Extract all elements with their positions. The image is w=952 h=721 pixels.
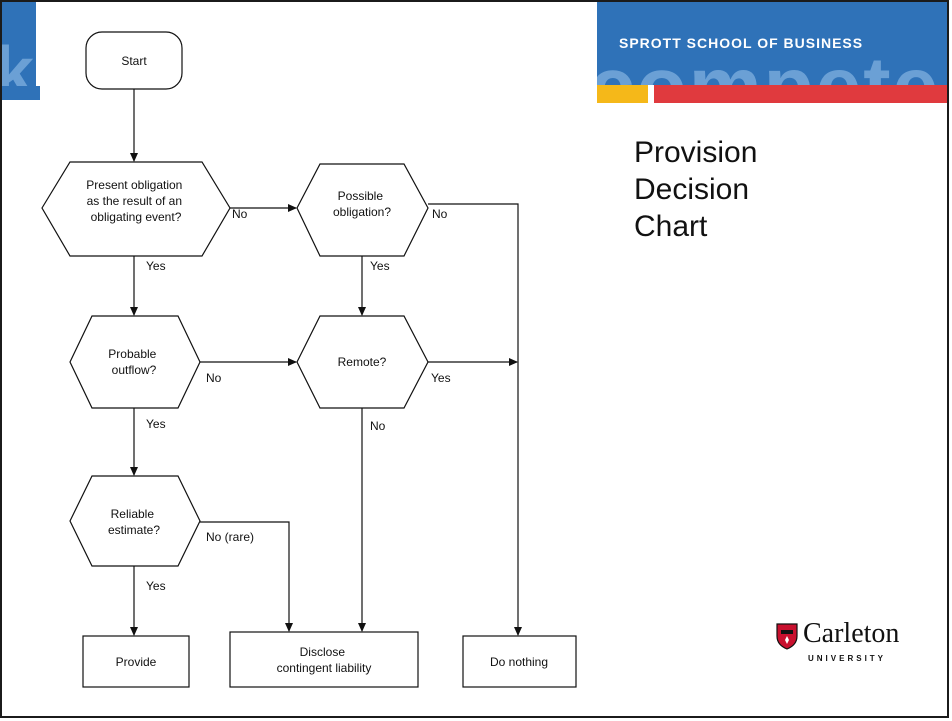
label-q1-yes: Yes bbox=[146, 259, 166, 273]
q3-text: Probable outflow? bbox=[108, 347, 159, 377]
do-nothing-line-1: Do nothing bbox=[490, 655, 548, 669]
label-q2-yes: Yes bbox=[370, 259, 390, 273]
q2-line-2: obligation? bbox=[333, 205, 391, 219]
accent-bar-yellow bbox=[597, 85, 648, 103]
decision-reliable-estimate bbox=[69, 475, 201, 567]
arrow-q2-no bbox=[428, 203, 522, 636]
disclose-line-2: contingent liability bbox=[277, 661, 372, 675]
decision-probable-outflow bbox=[69, 315, 201, 409]
q5-line-2: estimate? bbox=[108, 523, 160, 537]
label-q4-yes: Yes bbox=[431, 371, 451, 385]
do-nothing-text: Do nothing bbox=[490, 655, 548, 669]
label-q5-yes: Yes bbox=[146, 579, 166, 593]
brand-text: SPROTT SCHOOL OF BUSINESS bbox=[619, 35, 864, 51]
provide-line-1: Provide bbox=[116, 655, 157, 669]
q4-line-1: Remote? bbox=[338, 355, 387, 369]
q5-text: Reliable estimate? bbox=[108, 507, 160, 537]
label-q4-no: No bbox=[370, 419, 386, 433]
logo-subtitle: UNIVERSITY bbox=[808, 654, 887, 663]
disclose-text: Disclose contingent liability bbox=[277, 645, 372, 675]
outcome-do-nothing bbox=[462, 635, 577, 688]
disclose-line-1: Disclose bbox=[300, 645, 346, 659]
q1-line-3: obligating event? bbox=[91, 210, 182, 224]
header-banner-left: k bbox=[2, 2, 36, 100]
slide-title: Provision Decision Chart bbox=[634, 134, 757, 245]
q3-line-2: outflow? bbox=[112, 363, 157, 377]
provide-text: Provide bbox=[116, 655, 157, 669]
label-q1-no: No bbox=[232, 207, 248, 221]
q4-text: Remote? bbox=[338, 355, 387, 369]
q1-line-1: Present obligation bbox=[86, 178, 182, 192]
label-q2-no: No bbox=[432, 207, 448, 221]
q2-line-1: Possible bbox=[338, 189, 384, 203]
title-line-2: Decision bbox=[634, 173, 750, 206]
header-bar-left bbox=[2, 86, 40, 100]
outcome-disclose bbox=[229, 631, 419, 688]
q2-text: Possible obligation? bbox=[333, 189, 391, 219]
accent-bar-red bbox=[654, 85, 948, 103]
q3-line-1: Probable bbox=[108, 347, 156, 361]
header-banner-right: compete SPROTT SCHOOL OF BUSINESS bbox=[597, 2, 948, 85]
shield-icon bbox=[776, 623, 798, 650]
watermark-right: compete bbox=[597, 40, 940, 85]
logo-wordmark: Carleton bbox=[803, 618, 900, 649]
q5-line-1: Reliable bbox=[111, 507, 155, 521]
decision-possible-obligation bbox=[296, 163, 429, 257]
label-q5-no: No (rare) bbox=[206, 530, 254, 544]
start-label: Start bbox=[121, 54, 147, 68]
outcome-provide bbox=[82, 635, 190, 688]
q1-text: Present obligation as the result of an o… bbox=[86, 178, 185, 224]
carleton-logo: Carleton UNIVERSITY bbox=[775, 618, 915, 668]
decision-present-obligation bbox=[41, 161, 231, 257]
label-q3-yes: Yes bbox=[146, 417, 166, 431]
title-line-1: Provision bbox=[634, 136, 758, 169]
q1-line-2: as the result of an bbox=[87, 194, 182, 208]
title-line-3: Chart bbox=[634, 210, 708, 243]
arrow-q5-no bbox=[200, 521, 293, 632]
label-q3-no: No bbox=[206, 371, 222, 385]
